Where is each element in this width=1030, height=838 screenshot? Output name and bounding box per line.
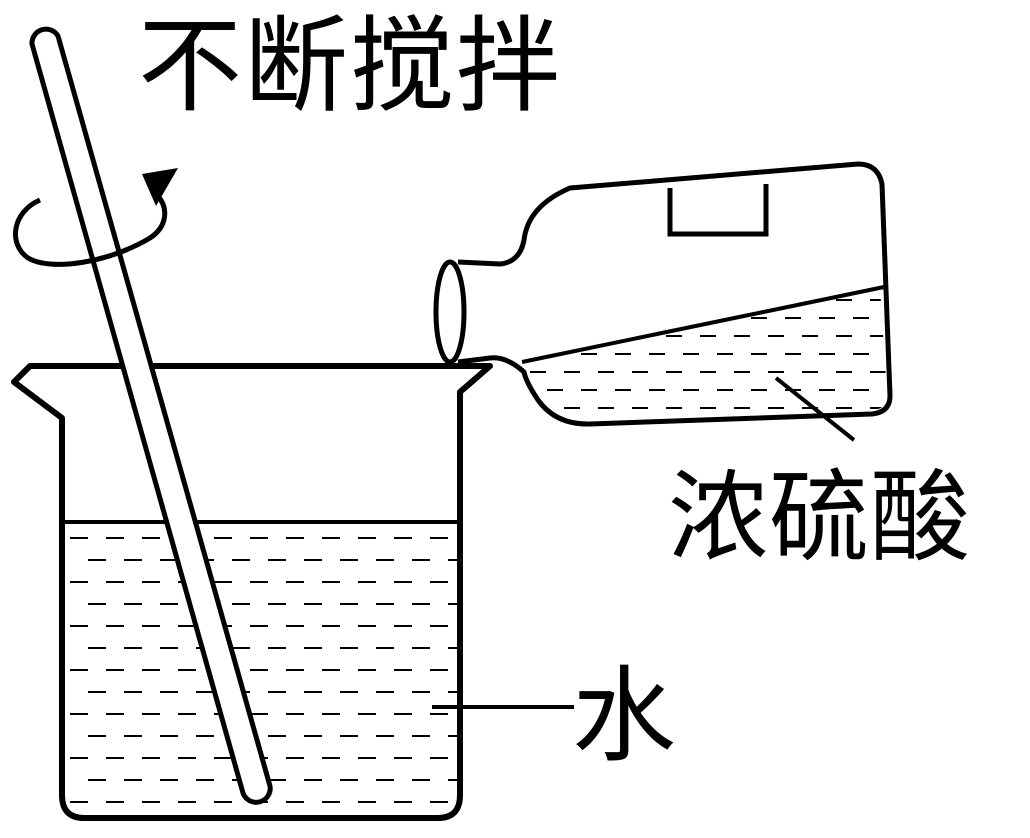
acid-liquid: [530, 299, 886, 409]
acid-bottle: [457, 161, 893, 427]
acid-label: 浓硫酸: [668, 459, 971, 576]
water-label: 水: [572, 655, 677, 777]
acid-leader-line: [774, 376, 856, 442]
stir-label: 不断搅拌: [138, 5, 563, 127]
water-liquid: [70, 537, 458, 803]
beaker: [11, 363, 493, 821]
bottle-mouth: [433, 259, 467, 365]
glass-rod: [29, 26, 273, 805]
rotation-arrow: [13, 194, 168, 267]
rotation-arrowhead: [142, 168, 178, 206]
bottle-label: [667, 184, 769, 237]
acid-surface: [521, 285, 885, 364]
